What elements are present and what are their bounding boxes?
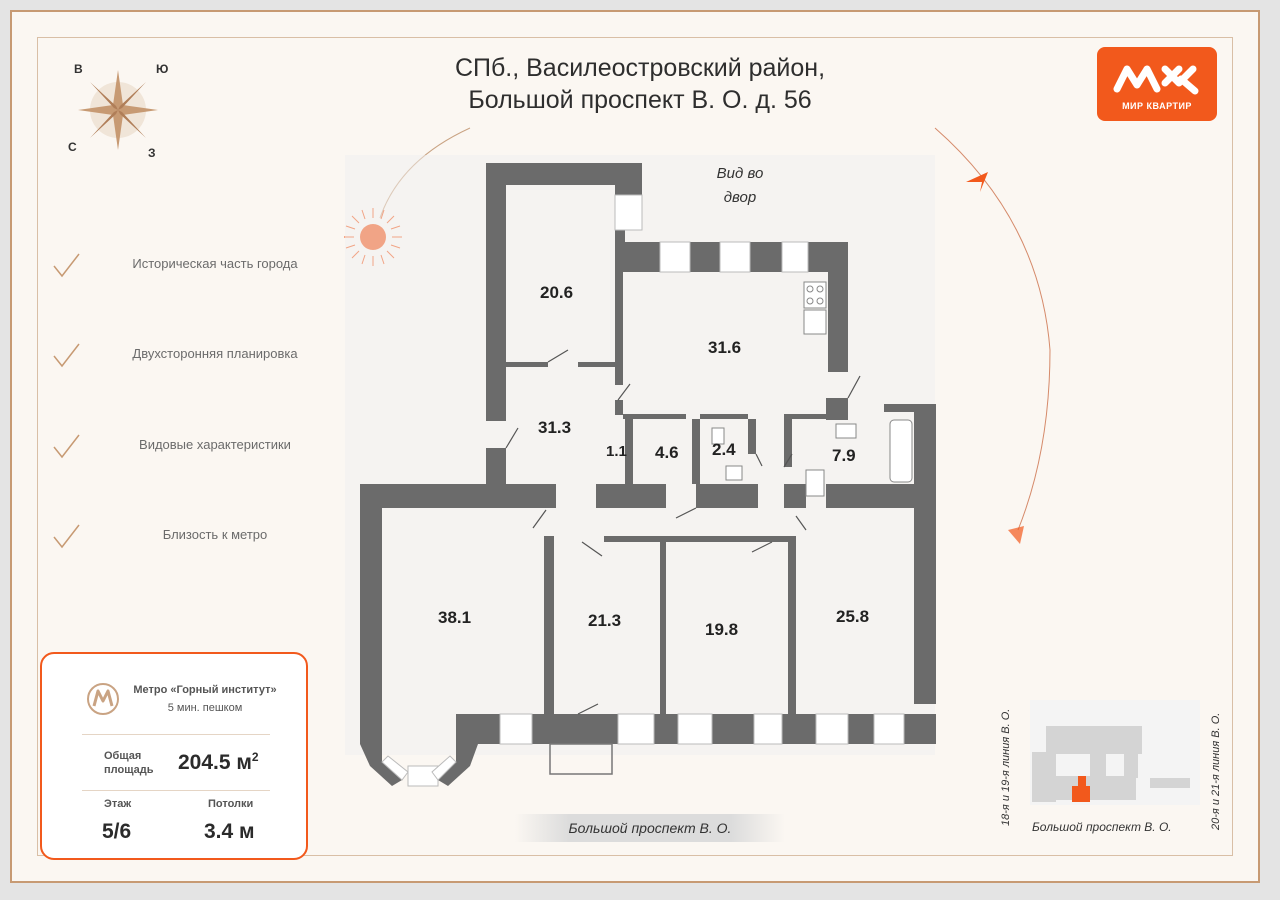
divider [82, 734, 270, 735]
washbasin-icon [725, 465, 743, 481]
compass-rose-icon [78, 70, 158, 150]
arrow-icon [1008, 526, 1024, 544]
room-area-label: 4.6 [655, 443, 679, 462]
room-area-label: 25.8 [836, 607, 870, 626]
left-street-label: 18-я и 19-я линия В. О. [1000, 708, 1012, 826]
street-label: Большой проспект В. О. [515, 814, 785, 842]
room-area-label: 38.1 [438, 608, 472, 627]
feature-text: Видовые характеристики [139, 437, 291, 452]
room-area-label: 31.6 [708, 338, 742, 357]
area-unit-sup: 2 [251, 750, 259, 764]
divider [82, 790, 270, 791]
address-line-2: Большой проспект В. О. д. 56 [468, 86, 812, 114]
metro-name: Метро «Горный институт» [133, 684, 277, 696]
shower-icon [805, 469, 825, 497]
compass-label-sw: С [68, 140, 77, 154]
floor-plan [345, 155, 936, 787]
view-label-line-2: двор [723, 189, 757, 206]
floor-value: 5/6 [102, 820, 132, 843]
balcony [549, 743, 613, 775]
arrow-icon [966, 172, 988, 192]
logo-mark-icon [1113, 65, 1199, 95]
bottom-street-label: Большой проспект В. О. [1032, 820, 1172, 834]
feature-text: Двухсторонняя планировка [132, 346, 298, 361]
room-area-label: 7.9 [832, 446, 856, 465]
view-label-line-1: Вид во [716, 165, 764, 182]
doors [505, 349, 861, 715]
room-area-label: 31.3 [538, 418, 572, 437]
location-minimap: 18-я и 19-я линия В. О. 20-я и 21-я лини… [1000, 680, 1230, 840]
info-card: Метро «Горный институт» 5 мин. пешком Об… [40, 652, 308, 860]
view-label: Вид во двор [700, 162, 780, 210]
area-label-2: площадь [104, 764, 154, 776]
check-icon [53, 434, 80, 459]
room-area-label: 2.4 [712, 440, 736, 459]
area-value-text: 204.5 м [178, 751, 252, 774]
logo-text: МИР КВАРТИР [1122, 101, 1192, 111]
address-title: СПб., Василеостровский район, Большой пр… [390, 52, 890, 116]
sink-icon [803, 309, 827, 335]
feature-item: Историческая часть города [45, 250, 325, 280]
metro-time: 5 мин. пешком [167, 702, 243, 714]
right-street-label: 20-я и 21-я линия В. О. [1210, 712, 1222, 830]
company-logo: МИР КВАРТИР [1097, 47, 1217, 121]
feature-text: Близость к метро [162, 527, 268, 542]
room-area-label: 20.6 [540, 283, 574, 302]
floor-label: Этаж [104, 798, 132, 810]
compass-label-se: З [148, 146, 156, 160]
feature-item: Близость к метро [45, 521, 325, 551]
address-line-1: СПб., Василеостровский район, [454, 54, 826, 82]
windows [381, 194, 905, 787]
feature-item: Видовые характеристики [45, 431, 325, 461]
compass-rose: В Ю С З [60, 62, 180, 162]
compass-label-nw: В [74, 62, 83, 76]
feature-item: Двухсторонняя планировка [45, 340, 325, 370]
area-label-1: Общая [104, 750, 142, 762]
room-area-label: 1.1 [606, 443, 627, 460]
ceiling-value: 3.4 м [204, 820, 255, 843]
check-icon [53, 524, 80, 549]
toilet-icon [711, 427, 725, 445]
area-value: 204.5 м2 [178, 750, 259, 775]
compass-label-ne: Ю [156, 62, 169, 76]
check-icon [53, 343, 80, 368]
room-area-label: 21.3 [588, 611, 622, 630]
check-icon [53, 253, 80, 278]
building-map [1030, 700, 1200, 805]
ceiling-label: Потолки [208, 798, 254, 810]
bathtub-icon [889, 419, 913, 483]
feature-text: Историческая часть города [132, 256, 298, 271]
washbasin-icon [835, 423, 857, 439]
fixtures [711, 281, 913, 497]
metro-icon [87, 683, 119, 715]
inner-border [37, 37, 1233, 856]
room-area-label: 19.8 [705, 620, 739, 639]
stove-icon [803, 281, 827, 309]
walls [360, 163, 936, 786]
